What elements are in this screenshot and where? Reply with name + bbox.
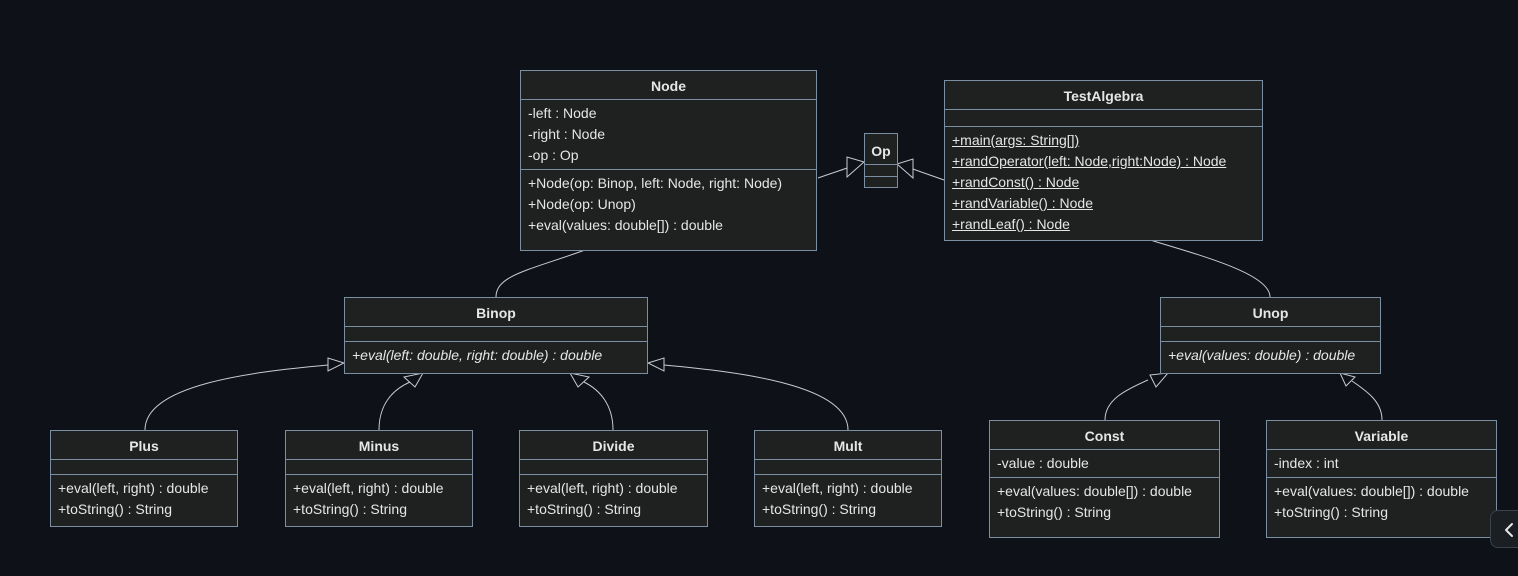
arrowhead-plus-binop (327, 357, 346, 372)
method: +Node(op: Binop, left: Node, right: Node… (528, 175, 783, 191)
edge-divide-binop (583, 381, 614, 431)
class-unop: Unop +eval(values: double) : double (1160, 297, 1381, 374)
arrowhead-mult-binop (646, 357, 665, 372)
edge-variable-unop (1351, 380, 1383, 421)
method: +toString() : String (293, 501, 407, 517)
attributes-section (286, 460, 472, 475)
methods-section: +Node(op: Binop, left: Node, right: Node… (521, 170, 816, 239)
method: +eval(left, right) : double (58, 480, 209, 496)
method: +randOperator(left: Node,right:Node) : N… (952, 153, 1227, 169)
methods-section: +eval(left, right) : double +toString() … (286, 475, 472, 523)
class-name: Plus (51, 431, 237, 460)
class-node: Node -left : Node -right : Node -op : Op… (520, 70, 817, 251)
class-name: Node (521, 71, 816, 100)
method: +eval(left, right) : double (762, 480, 913, 496)
class-name: Minus (286, 431, 472, 460)
edge-testalgebra-op (912, 168, 945, 181)
attribute: -index : int (1274, 455, 1339, 471)
method: +toString() : String (1274, 504, 1388, 520)
edge-testalgebra-unop (1149, 239, 1271, 298)
arrowhead-variable-unop (1339, 372, 1356, 387)
methods-section: +eval(values: double[]) : double +toStri… (990, 478, 1219, 526)
method: +randVariable() : Node (952, 195, 1093, 211)
attributes-section: -index : int (1267, 450, 1496, 478)
class-name: Const (990, 421, 1219, 450)
attributes-section: -left : Node -right : Node -op : Op (521, 100, 816, 170)
method: +eval(values: double[]) : double (528, 217, 723, 233)
method: +eval(values: double[]) : double (997, 483, 1192, 499)
methods-section: +eval(left: double, right: double) : dou… (345, 342, 647, 369)
class-name: Binop (345, 298, 647, 327)
arrowhead-const-unop (1149, 372, 1170, 388)
arrowhead-testalgebra-op (895, 158, 914, 180)
edge-minus-binop (378, 381, 411, 431)
methods-section: +eval(values: double[]) : double +toStri… (1267, 478, 1496, 526)
methods-section: +eval(left, right) : double +toString() … (520, 475, 707, 523)
class-plus: Plus +eval(left, right) : double +toStri… (50, 430, 238, 527)
attribute: -op : Op (528, 147, 579, 163)
methods-section: +eval(values: double) : double (1161, 342, 1380, 369)
attributes-section (945, 110, 1262, 127)
class-name: Op (865, 134, 897, 165)
method: +Node(op: Unop) (528, 196, 636, 212)
class-variable: Variable -index : int +eval(values: doub… (1266, 420, 1497, 538)
class-name: Variable (1267, 421, 1496, 450)
methods-section: +eval(left, right) : double +toString() … (51, 475, 237, 523)
edge-plus-binop (144, 364, 329, 431)
class-binop: Binop +eval(left: double, right: double)… (344, 297, 648, 374)
class-name: Divide (520, 431, 707, 460)
method: +eval(values: double) : double (1168, 347, 1356, 363)
edge-mult-binop (663, 364, 849, 431)
methods-section: +main(args: String[]) +randOperator(left… (945, 127, 1262, 238)
arrowhead-minus-binop (402, 372, 424, 388)
chevron-left-icon (1505, 523, 1513, 537)
attribute: -left : Node (528, 105, 597, 121)
attribute: -right : Node (528, 126, 606, 142)
method: +randConst() : Node (952, 174, 1080, 190)
method: +eval(values: double[]) : double (1274, 483, 1469, 499)
class-mult: Mult +eval(left, right) : double +toStri… (754, 430, 942, 527)
method: +eval(left: double, right: double) : dou… (352, 347, 603, 363)
methods-section (865, 177, 897, 188)
class-name: Mult (755, 431, 941, 460)
method: +randLeaf() : Node (952, 216, 1070, 232)
method: +eval(left, right) : double (527, 480, 678, 496)
class-const: Const -value : double +eval(values: doub… (989, 420, 1220, 538)
class-divide: Divide +eval(left, right) : double +toSt… (519, 430, 708, 527)
edge-node-op (817, 167, 848, 179)
class-testalgebra: TestAlgebra +main(args: String[]) +randO… (944, 80, 1263, 241)
method: +toString() : String (997, 504, 1111, 520)
method: +main(args: String[]) (952, 132, 1080, 148)
attributes-section (520, 460, 707, 475)
method: +toString() : String (762, 501, 876, 517)
class-name: Unop (1161, 298, 1380, 327)
method: +eval(left, right) : double (293, 480, 444, 496)
method: +toString() : String (58, 501, 172, 517)
edge-node-binop (495, 249, 586, 298)
attributes-section (345, 327, 647, 342)
attributes-section (1161, 327, 1380, 342)
class-name: TestAlgebra (945, 81, 1262, 110)
attributes-section (755, 460, 941, 475)
class-minus: Minus +eval(left, right) : double +toStr… (285, 430, 473, 527)
arrowhead-divide-binop (569, 372, 591, 388)
attributes-section (865, 165, 897, 177)
class-op: Op (864, 133, 898, 188)
attribute: -value : double (997, 455, 1089, 471)
arrowhead-node-op (846, 156, 866, 179)
method: +toString() : String (527, 501, 641, 517)
methods-section: +eval(left, right) : double +toString() … (755, 475, 941, 523)
edge-const-unop (1104, 379, 1149, 421)
collapse-panel-button[interactable] (1490, 510, 1518, 548)
attributes-section: -value : double (990, 450, 1219, 478)
attributes-section (51, 460, 237, 475)
